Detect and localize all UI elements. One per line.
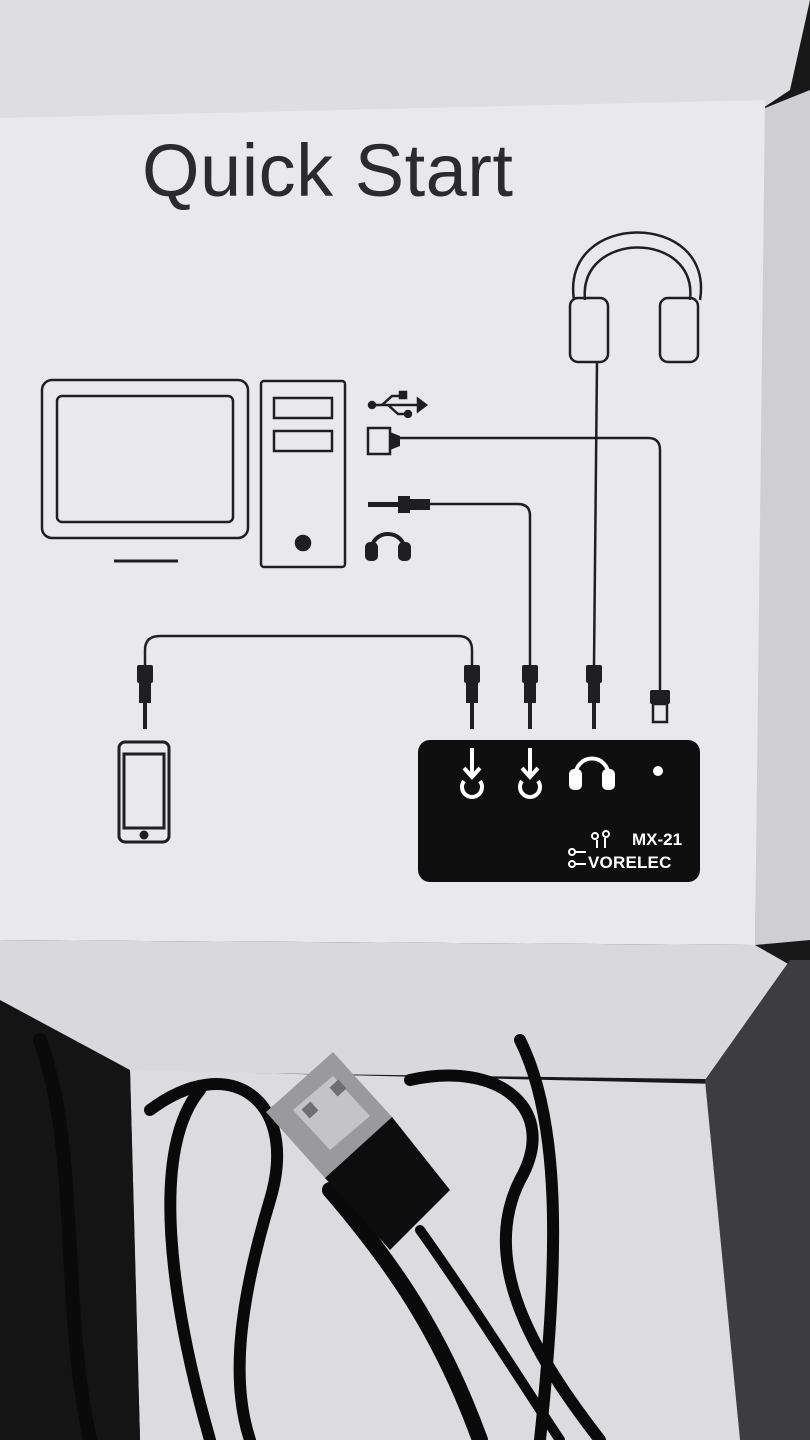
manual-sheet <box>0 100 765 945</box>
box-lid-right <box>755 90 810 945</box>
line-in-icon-2 <box>518 748 542 799</box>
usb-plug <box>366 426 400 456</box>
usb-icon <box>367 390 429 419</box>
usb-connector <box>266 1052 450 1250</box>
line-in-icon <box>460 748 484 799</box>
cables <box>143 361 662 690</box>
box-lid-top <box>0 0 810 120</box>
brand-logo-icon <box>568 830 610 868</box>
device-plugs <box>137 665 670 729</box>
large-headphones-icon <box>568 231 703 364</box>
device-brand-label: VORELEC <box>588 853 672 872</box>
device-usb-port <box>653 766 663 776</box>
aux-plug-icon <box>368 496 430 513</box>
device-model-label: MX-21 <box>632 830 683 849</box>
page-title: Quick Start <box>142 129 514 212</box>
pc-tower-icon <box>259 379 347 569</box>
device-body <box>418 740 700 882</box>
usb-cable <box>33 1033 606 1440</box>
headphones-icon <box>365 532 411 561</box>
box-inner-flap <box>0 940 790 1080</box>
box-inner-floor <box>130 1070 770 1440</box>
device-headphones-icon <box>569 756 615 790</box>
box-side-shadow <box>705 960 810 1440</box>
phone-icon <box>117 740 171 844</box>
monitor-icon <box>40 378 250 563</box>
